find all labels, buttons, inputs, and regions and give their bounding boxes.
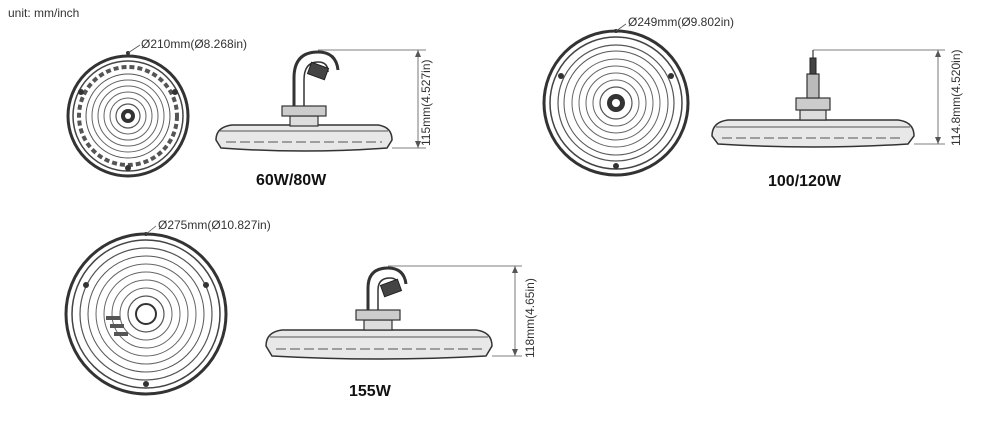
top-view-60w: [66, 51, 190, 178]
wattage-label-100w: 100/120W: [768, 173, 842, 190]
diameter-label-100w: Ø249mm(Ø9.802in): [628, 15, 734, 29]
wattage-label-155w: 155W: [349, 383, 392, 400]
side-view-155w: [265, 266, 493, 360]
side-view-100w: [711, 50, 915, 148]
wattage-label-60w: 60W/80W: [256, 172, 327, 189]
model-60w-80w: Ø210mm(Ø8.268in) 115mm(4.527in) 60W/80W: [66, 37, 433, 189]
diameter-label-155w: Ø275mm(Ø10.827in): [158, 218, 271, 232]
height-label-155w: 118mm(4.65in): [523, 278, 537, 358]
unit-label: unit: mm/inch: [8, 6, 79, 20]
height-label-100w: 114.8mm(4.520in): [949, 50, 963, 147]
model-100w-120w: Ø249mm(Ø9.802in) 114.8mm(4.520in) 100/12…: [542, 15, 963, 190]
diameter-label-60w: Ø210mm(Ø8.268in): [141, 37, 247, 51]
height-label-60w: 115mm(4.527in): [419, 60, 433, 146]
top-view-100w: [542, 29, 690, 177]
model-155w: Ø275mm(Ø10.827in) 118mm(4.65in) 155W: [64, 218, 537, 400]
side-view-60w: [215, 50, 393, 152]
top-view-155w: [64, 232, 228, 396]
